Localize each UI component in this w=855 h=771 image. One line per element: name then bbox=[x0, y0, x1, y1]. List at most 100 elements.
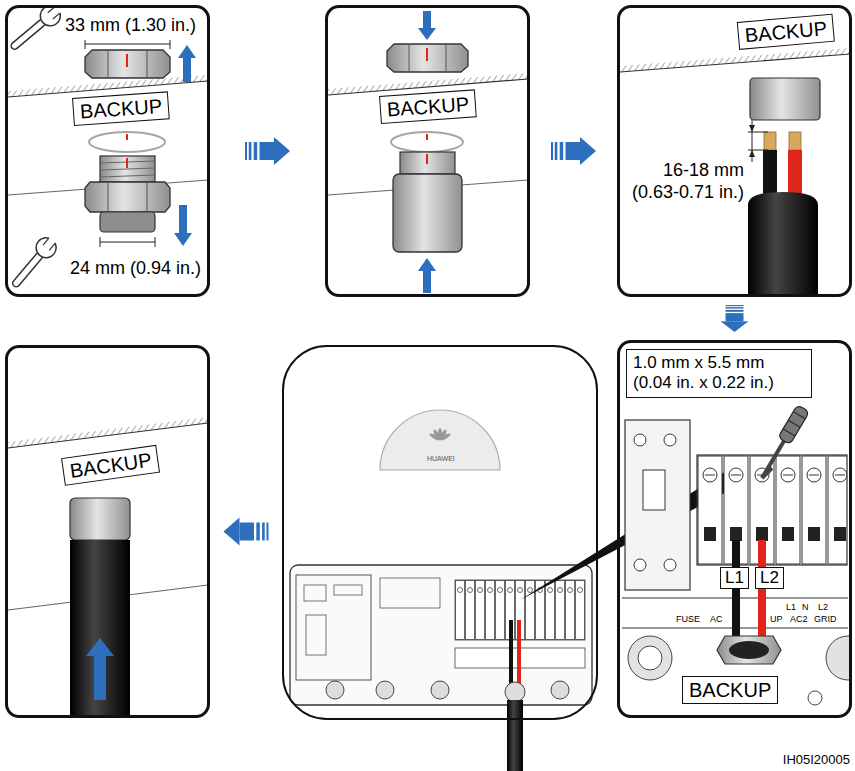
arrow-head bbox=[721, 321, 749, 332]
dimension-tick bbox=[85, 40, 86, 49]
align-mark bbox=[426, 134, 428, 140]
nut-facet bbox=[446, 44, 447, 72]
breaker-screw bbox=[664, 434, 676, 446]
step-one-art bbox=[6, 0, 208, 292]
terminal-label: L1 bbox=[786, 602, 796, 613]
wall-line bbox=[8, 423, 208, 448]
wire-label: L1 bbox=[720, 567, 749, 589]
arrow-bar bbox=[262, 523, 265, 541]
move-arrow bbox=[86, 638, 114, 700]
board-part bbox=[380, 578, 440, 608]
step-panel: 1.0 mm x 5.5 mm (0.04 in. x 0.22 in.)L1L… bbox=[617, 340, 852, 718]
cable-gland bbox=[638, 646, 662, 670]
dimension-line bbox=[100, 242, 155, 243]
seal-ring bbox=[391, 132, 463, 152]
nut-facet bbox=[108, 50, 109, 78]
lock-nut bbox=[387, 44, 468, 72]
grip-line bbox=[783, 429, 795, 436]
step-arrow bbox=[224, 518, 269, 546]
seal-ring bbox=[89, 132, 165, 152]
step-four-art bbox=[622, 405, 849, 705]
arrow-bar bbox=[254, 142, 257, 160]
arrow-bar bbox=[726, 307, 744, 308]
port-label: BACKUP bbox=[72, 91, 170, 126]
breaker-screw bbox=[634, 559, 646, 571]
align-mark bbox=[426, 154, 428, 164]
step-panel: BACKUP16-18 mm (0.63-0.71 in.) bbox=[617, 5, 852, 297]
brand-label: HUAWEI bbox=[427, 455, 455, 463]
step-three-art bbox=[620, 48, 850, 294]
board-port bbox=[334, 585, 362, 595]
cable-gland bbox=[376, 681, 394, 699]
arrow-bar bbox=[266, 523, 268, 541]
dimension-label: 1.0 mm x 5.5 mm (0.04 in. x 0.22 in.) bbox=[626, 349, 812, 398]
terminal-label: AC2 bbox=[790, 614, 808, 625]
cable-end bbox=[729, 641, 769, 659]
cable-gland bbox=[431, 681, 449, 699]
wall-hatch bbox=[620, 48, 850, 72]
terminal-label: N bbox=[802, 602, 809, 613]
logo-plate bbox=[380, 410, 500, 470]
terminal-label: FUSE bbox=[676, 614, 700, 625]
copper-core bbox=[764, 132, 776, 150]
terminal-label: GRID bbox=[814, 614, 837, 625]
dimension-tick bbox=[170, 40, 171, 49]
cable-gland bbox=[505, 682, 525, 702]
gland-skirt bbox=[100, 212, 155, 232]
arrow-bar bbox=[726, 305, 744, 306]
terminal-blocks bbox=[697, 455, 847, 565]
step-six-art bbox=[8, 417, 208, 715]
gland-thread bbox=[400, 152, 455, 174]
logo-mark bbox=[429, 428, 452, 442]
red-wire bbox=[758, 540, 766, 645]
cable-gland bbox=[628, 636, 672, 680]
gland-hex bbox=[85, 182, 170, 212]
drawing-code: IH05I20005 bbox=[783, 752, 850, 768]
handle-grip bbox=[778, 405, 809, 445]
gland-thread bbox=[100, 156, 155, 182]
wrench bbox=[6, 0, 67, 56]
arrow-head bbox=[580, 137, 596, 165]
logo-petal bbox=[439, 432, 451, 441]
red-wire bbox=[517, 620, 521, 690]
align-mark bbox=[126, 54, 128, 67]
arrow-bar bbox=[551, 142, 553, 160]
cable bbox=[70, 540, 130, 715]
dimension-label: 24 mm (0.94 in.) bbox=[70, 258, 201, 280]
dimension-arrowhead bbox=[749, 150, 755, 157]
inverter-panel: HUAWEI bbox=[282, 345, 598, 720]
move-arrow bbox=[418, 258, 436, 293]
step-arrow bbox=[245, 137, 290, 165]
dimension-arrowhead bbox=[749, 125, 755, 132]
screwdriver-handle bbox=[778, 405, 809, 445]
step-arrow bbox=[721, 305, 749, 332]
arrow-bar bbox=[260, 142, 275, 160]
wall-hatch bbox=[8, 417, 208, 448]
arrow-bar bbox=[555, 142, 558, 160]
black-wire bbox=[509, 620, 513, 690]
step-panel: 33 mm (1.30 in.) BACKUP 24 mm (0.94 in.) bbox=[5, 5, 210, 297]
dimension-tick bbox=[100, 237, 101, 247]
gland-cap bbox=[70, 498, 130, 540]
step-two-art bbox=[328, 11, 528, 293]
dimension-label: 33 mm (1.30 in.) bbox=[65, 15, 196, 37]
cable bbox=[507, 700, 523, 771]
step-panel: BACKUP bbox=[5, 345, 210, 718]
cable-gland bbox=[326, 681, 344, 699]
terminal-label: UP bbox=[770, 614, 783, 625]
grip-line bbox=[793, 412, 805, 419]
move-arrow bbox=[418, 11, 436, 40]
grip-line bbox=[788, 420, 800, 427]
cable-gland bbox=[551, 681, 569, 699]
arrow-bar bbox=[240, 523, 255, 541]
screwdriver-shaft bbox=[762, 441, 784, 478]
nut-facet bbox=[147, 50, 148, 78]
cable-gland bbox=[717, 636, 781, 664]
extension-line bbox=[748, 150, 768, 151]
move-arrow bbox=[178, 45, 196, 82]
gland-body bbox=[393, 174, 462, 252]
wire-label: L2 bbox=[755, 567, 784, 589]
thread-line bbox=[100, 175, 155, 177]
align-mark bbox=[126, 158, 128, 168]
breaker-switch bbox=[643, 470, 665, 510]
